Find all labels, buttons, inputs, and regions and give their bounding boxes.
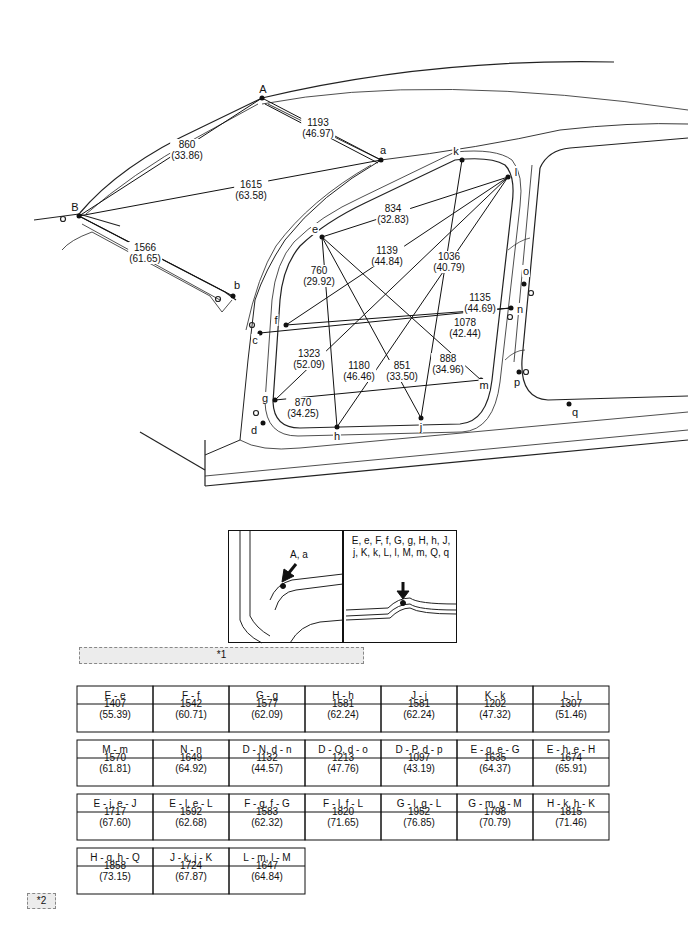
inset-panel: A, a xyxy=(228,530,343,643)
table-value: 1097 (43.19) xyxy=(403,752,435,774)
node-text: E, e, F, f, G, g, H, h, J, j, K, k, L, l… xyxy=(350,535,452,559)
dimension-value: 1078 (42.44) xyxy=(448,317,482,339)
dimension-value: 760 (29.92) xyxy=(302,265,336,287)
point-letter: o xyxy=(522,265,530,277)
table-value: 1724 (67.87) xyxy=(175,860,207,882)
point-letter: m xyxy=(478,379,489,391)
callout-box: *2 xyxy=(27,893,56,909)
dimension-value: 888 (34.96) xyxy=(431,353,465,375)
table-value: 1213 (47.76) xyxy=(327,752,359,774)
table-cell xyxy=(381,740,457,786)
dimension-value: 870 (34.25) xyxy=(286,397,320,419)
point-letter: e xyxy=(311,223,319,235)
point-letter: l xyxy=(514,166,518,178)
table-cell xyxy=(457,686,533,732)
point-letter: b xyxy=(233,279,241,291)
node-text: *1 xyxy=(80,649,363,661)
table-cell xyxy=(77,848,153,894)
table-value: 1647 (64.84) xyxy=(251,860,283,882)
point-letter: a xyxy=(379,144,387,156)
table-value: 1649 (64.92) xyxy=(175,752,207,774)
table-value: 1820 (71.65) xyxy=(327,806,359,828)
table-value: 1542 (60.71) xyxy=(175,698,207,720)
table-cell xyxy=(533,794,609,840)
table-cell xyxy=(229,794,305,840)
table-cell xyxy=(77,686,153,732)
point-letter: k xyxy=(452,145,460,157)
point-letter: f xyxy=(273,314,278,326)
table-cell xyxy=(77,794,153,840)
point-letter: p xyxy=(513,376,521,388)
table-value: 1407 (55.39) xyxy=(99,698,131,720)
point-letter: A xyxy=(258,83,267,95)
dimension-value: 1566 (61.65) xyxy=(128,242,162,264)
table-value: 1674 (65.91) xyxy=(555,752,587,774)
table-value: 1577 (62.09) xyxy=(251,698,283,720)
point-letter: c xyxy=(251,334,259,346)
node-text: A, a xyxy=(269,549,329,561)
inset-panel: E, e, F, f, G, g, H, h, J, j, K, k, L, l… xyxy=(343,530,457,643)
table-value: 1798 (70.79) xyxy=(479,806,511,828)
dimension-value: 1180 (46.46) xyxy=(342,360,376,382)
table-cell xyxy=(533,740,609,786)
dimension-value: 1036 (40.79) xyxy=(432,251,466,273)
table-cell xyxy=(533,686,609,732)
dimension-value: 1615 (63.58) xyxy=(234,179,268,201)
table-value: 1858 (73.15) xyxy=(99,860,131,882)
table-cell xyxy=(457,740,533,786)
dimension-value: 851 (33.50) xyxy=(385,360,419,382)
table-value: 1717 (67.60) xyxy=(99,806,131,828)
table-cell xyxy=(229,848,305,894)
callout-box: *1 xyxy=(79,647,364,664)
table-value: 1132 (44.57) xyxy=(251,752,283,774)
point-letter: B xyxy=(70,201,79,213)
table-value: 1307 (51.46) xyxy=(555,698,587,720)
dimension-value: 1139 (44.84) xyxy=(370,245,404,267)
table-cell xyxy=(305,740,381,786)
table-value: 1202 (47.32) xyxy=(479,698,511,720)
table-value: 1581 (62.24) xyxy=(327,698,359,720)
table-value: 1583 (62.32) xyxy=(251,806,283,828)
node-text: *2 xyxy=(28,895,55,907)
dimension-value: 860 (33.86) xyxy=(170,139,204,161)
table-value: 1570 (61.81) xyxy=(99,752,131,774)
dimension-value: 1135 (44.69) xyxy=(463,292,497,314)
point-letter: n xyxy=(516,303,524,315)
table-value: 1581 (62.24) xyxy=(403,698,435,720)
table-cell xyxy=(457,794,533,840)
table-cell xyxy=(153,794,229,840)
table-value: 1635 (64.37) xyxy=(479,752,511,774)
table-cell xyxy=(305,686,381,732)
dimension-value: 834 (32.83) xyxy=(376,203,410,225)
table-cell xyxy=(229,686,305,732)
table-cell xyxy=(305,794,381,840)
table-value: 1592 (62.68) xyxy=(175,806,207,828)
table-cell xyxy=(153,848,229,894)
table-cell xyxy=(229,740,305,786)
table-cell xyxy=(153,686,229,732)
table-cell xyxy=(381,686,457,732)
table-cell xyxy=(153,740,229,786)
point-letter: g xyxy=(261,392,269,404)
table-cell xyxy=(381,794,457,840)
point-letter: q xyxy=(571,406,579,418)
point-letter: j xyxy=(419,421,423,433)
point-letter: d xyxy=(250,424,258,436)
dimension-value: 1323 (52.09) xyxy=(292,348,326,370)
dimension-value: 1193 (46.97) xyxy=(301,117,335,139)
table-value: 1815 (71.46) xyxy=(555,806,587,828)
table-cell xyxy=(77,740,153,786)
table-value: 1952 (76.85) xyxy=(403,806,435,828)
point-letter: h xyxy=(333,430,341,442)
